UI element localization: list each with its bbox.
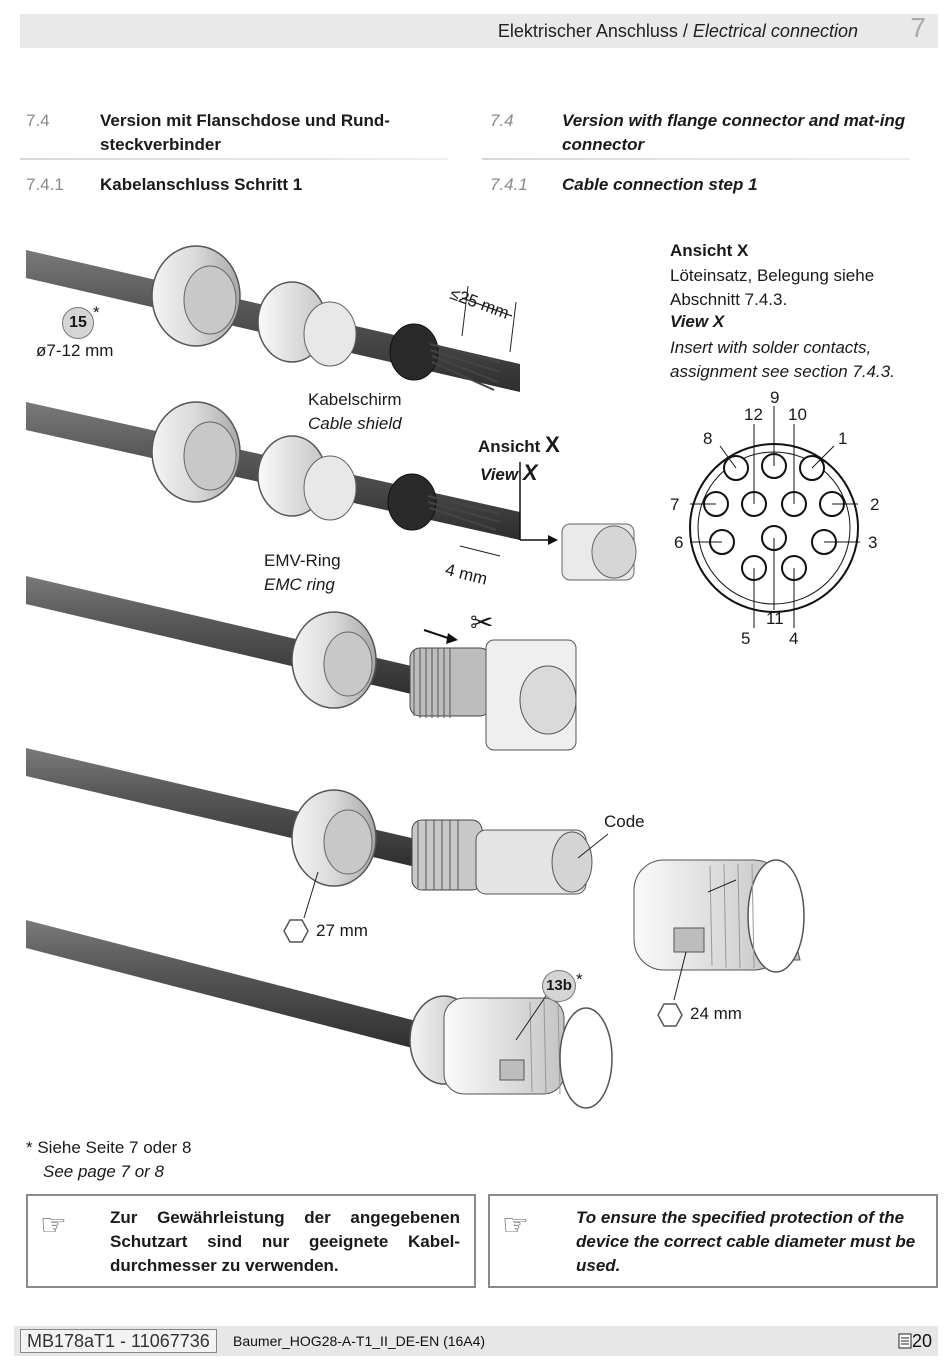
hexagon-wrench-icon bbox=[283, 919, 309, 943]
pin-label-12: 12 bbox=[744, 405, 763, 424]
header-title-en: Electrical connection bbox=[692, 21, 858, 41]
section-title-en: Version with flange connector and mat-in… bbox=[562, 111, 906, 154]
pin-label-3: 3 bbox=[868, 533, 878, 552]
footer-doc-id: MB178aT1 - 11067736 bbox=[20, 1329, 217, 1353]
view-x-letter: X bbox=[522, 460, 538, 485]
pin-diagram bbox=[689, 406, 860, 628]
coupling-sleeve bbox=[633, 859, 805, 1001]
cable-shield-text-en: Cable shield bbox=[308, 414, 402, 433]
pin-label-11: 11 bbox=[766, 609, 784, 628]
pin-label-8: 8 bbox=[703, 429, 713, 448]
code-label: Code bbox=[604, 812, 645, 831]
cable-shield-label-en: Cable shield bbox=[308, 414, 402, 434]
section-number-de: 7.4 bbox=[26, 111, 50, 130]
wrench-24-label: 24 mm bbox=[690, 1004, 742, 1023]
view-x-heading-de: Ansicht X bbox=[670, 241, 749, 260]
footnote-de: * Siehe Seite 7 oder 8 bbox=[26, 1138, 192, 1157]
view-x-heading-en: View X bbox=[670, 312, 725, 331]
subsection-number-en: 7.4.1 bbox=[490, 175, 528, 194]
header-title-de: Elektrischer Anschluss / bbox=[497, 21, 688, 41]
pin-label-2: 2 bbox=[870, 495, 880, 514]
item-15-badge: 15 bbox=[62, 307, 94, 339]
note-box-de: ☞ Zur Gewährleistung der angegebenen Sch… bbox=[26, 1194, 476, 1288]
step-row-5 bbox=[26, 920, 613, 1109]
view-x-label: View X bbox=[480, 460, 538, 486]
emv-ring-label-de: EMV-Ring bbox=[264, 551, 341, 570]
step-row-1 bbox=[26, 245, 520, 392]
pin-label-7: 7 bbox=[670, 495, 680, 514]
footer-file-name: Baumer_HOG28-A-T1_II_DE-EN (16A4) bbox=[233, 1333, 486, 1349]
view-word: View bbox=[480, 465, 519, 484]
pin-label-1: 1 bbox=[838, 429, 848, 448]
footer-page: 20 bbox=[898, 1331, 932, 1352]
footnote-en: See page 7 or 8 bbox=[43, 1162, 164, 1181]
view-x-text-en: Insert with solder contacts, assignment … bbox=[670, 338, 895, 381]
section-number-en: 7.4 bbox=[490, 111, 514, 130]
section-rule-en bbox=[482, 158, 910, 160]
subsection-number-de: 7.4.1 bbox=[26, 175, 64, 194]
scissors-icon: ✂ bbox=[470, 607, 494, 638]
cable-diameter-label: ø7-12 mm bbox=[36, 341, 114, 360]
ansicht-x-label: Ansicht X bbox=[478, 432, 560, 458]
asterisk-15: * bbox=[93, 303, 100, 322]
item-13b-badge: 13b bbox=[542, 970, 576, 1002]
note-box-en: ☞ To ensure the specified protection of … bbox=[488, 1194, 938, 1288]
emv-ring-label-en-wrap: EMC ring bbox=[264, 575, 335, 595]
section-rule-de bbox=[20, 158, 448, 160]
note-text-de: Zur Gewährleistung der angegebenen Schut… bbox=[110, 1208, 460, 1275]
view-x-text-de: Löteinsatz, Belegung siehe Abschnitt 7.4… bbox=[670, 266, 875, 309]
subsection-title-de: Kabelanschluss Schritt 1 bbox=[100, 175, 303, 194]
pointing-hand-icon: ☞ bbox=[502, 1209, 529, 1242]
pin-label-10: 10 bbox=[788, 405, 807, 424]
pointing-hand-icon: ☞ bbox=[40, 1209, 67, 1242]
asterisk-13b: * bbox=[576, 970, 583, 989]
pin-label-9: 9 bbox=[770, 388, 780, 407]
document-icon bbox=[898, 1333, 912, 1349]
section-title-de: Version mit Flanschdose und Rund-steckve… bbox=[100, 111, 390, 154]
pin-label-4: 4 bbox=[789, 629, 799, 648]
wrench-27-label: 27 mm bbox=[316, 921, 368, 940]
header-bar bbox=[20, 14, 938, 48]
step-row-3 bbox=[26, 576, 577, 751]
hexagon-wrench-icon bbox=[657, 1003, 683, 1027]
step-row-2 bbox=[26, 401, 637, 581]
header-title: Elektrischer Anschluss / Electrical conn… bbox=[498, 21, 858, 42]
pin-label-6: 6 bbox=[674, 533, 684, 552]
ansicht-word: Ansicht bbox=[478, 437, 541, 456]
chapter-number: 7 bbox=[910, 12, 926, 43]
ansicht-x-letter: X bbox=[545, 432, 560, 457]
subsection-title-en: Cable connection step 1 bbox=[562, 175, 758, 194]
pin-label-5: 5 bbox=[741, 629, 751, 648]
note-text-en: To ensure the specified protection of th… bbox=[576, 1208, 916, 1275]
cable-shield-label-de: Kabelschirm bbox=[308, 390, 402, 409]
step-row-4 bbox=[26, 748, 609, 919]
page-number: 20 bbox=[911, 1331, 932, 1351]
emv-ring-label-en: EMC ring bbox=[264, 575, 335, 594]
